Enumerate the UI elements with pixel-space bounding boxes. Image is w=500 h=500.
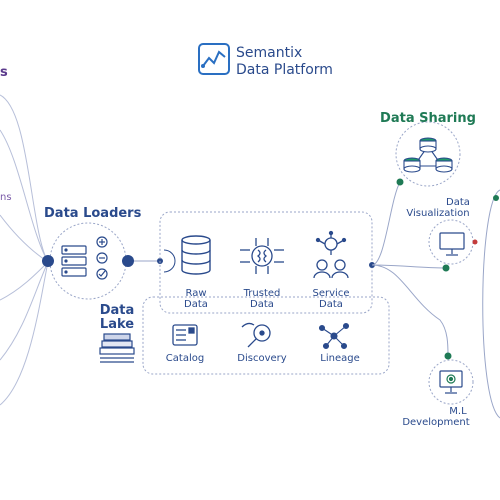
lake-stack-icon bbox=[99, 333, 135, 363]
data-loaders-input-dot bbox=[42, 255, 54, 267]
raw-data-label-2: Data bbox=[184, 299, 208, 310]
catalog-icon bbox=[172, 324, 198, 346]
brand-name: Semantix bbox=[236, 45, 302, 61]
trusted-data-label-1: Trusted bbox=[243, 288, 281, 299]
data-loaders-title: Data Loaders bbox=[44, 206, 142, 221]
visualization-label-1: Data bbox=[446, 197, 470, 208]
ml-label-2: Development bbox=[402, 417, 469, 428]
monitor-icon bbox=[439, 232, 465, 256]
input-connectors bbox=[0, 94, 49, 406]
lake-input-bracket bbox=[163, 249, 176, 273]
data-lake-title-1: Data bbox=[100, 303, 135, 318]
raw-data-label-1: Raw bbox=[185, 288, 206, 299]
left-fragment-middle: ns bbox=[0, 192, 12, 203]
lineage-label: Lineage bbox=[320, 353, 359, 364]
right-edge-dot bbox=[493, 195, 499, 201]
brand-logo-icon-line bbox=[202, 50, 226, 67]
brand-logo: Semantix Data Platform bbox=[198, 43, 333, 78]
shared-databases-icon bbox=[403, 137, 453, 173]
ml-monitor-icon bbox=[439, 370, 463, 394]
check-circle-icon bbox=[96, 268, 108, 280]
catalog-label: Catalog bbox=[166, 353, 204, 364]
data-lake-title-2: Lake bbox=[100, 317, 134, 332]
visualization-ring bbox=[428, 219, 474, 265]
service-data-label-2: Data bbox=[319, 299, 343, 310]
data-sharing-title: Data Sharing bbox=[380, 111, 476, 126]
data-sharing-dot bbox=[396, 178, 404, 186]
minus-circle-icon bbox=[96, 252, 108, 264]
brand-logo-icon-dot bbox=[201, 64, 205, 68]
service-data-label-1: Service bbox=[313, 288, 350, 299]
database-icon bbox=[181, 235, 211, 275]
ml-top-dot bbox=[444, 352, 452, 360]
brand-logo-icon bbox=[198, 43, 230, 75]
server-rack-icon bbox=[61, 245, 87, 277]
lineage-graph-icon bbox=[318, 322, 350, 350]
plus-circle-icon bbox=[96, 236, 108, 248]
left-fragment-top: s bbox=[0, 65, 8, 80]
ml-ring bbox=[428, 359, 474, 405]
discovery-magnifier-icon bbox=[241, 322, 271, 348]
trusted-data-label-2: Data bbox=[250, 299, 274, 310]
data-loaders-output-dot bbox=[122, 255, 134, 267]
brain-chip-icon bbox=[240, 238, 284, 274]
data-sharing-ring bbox=[395, 121, 461, 187]
visualization-red-dot bbox=[472, 239, 478, 245]
data-lake-tools-box bbox=[142, 296, 390, 375]
right-edge-arc bbox=[482, 189, 500, 419]
discovery-label: Discovery bbox=[237, 353, 286, 364]
brand-subtitle: Data Platform bbox=[236, 62, 333, 78]
output-connectors bbox=[371, 181, 449, 357]
visualization-dot bbox=[442, 264, 450, 272]
service-network-icon bbox=[313, 230, 349, 279]
ml-label-1: M.L bbox=[449, 406, 467, 417]
visualization-label-2: Visualization bbox=[406, 208, 469, 219]
